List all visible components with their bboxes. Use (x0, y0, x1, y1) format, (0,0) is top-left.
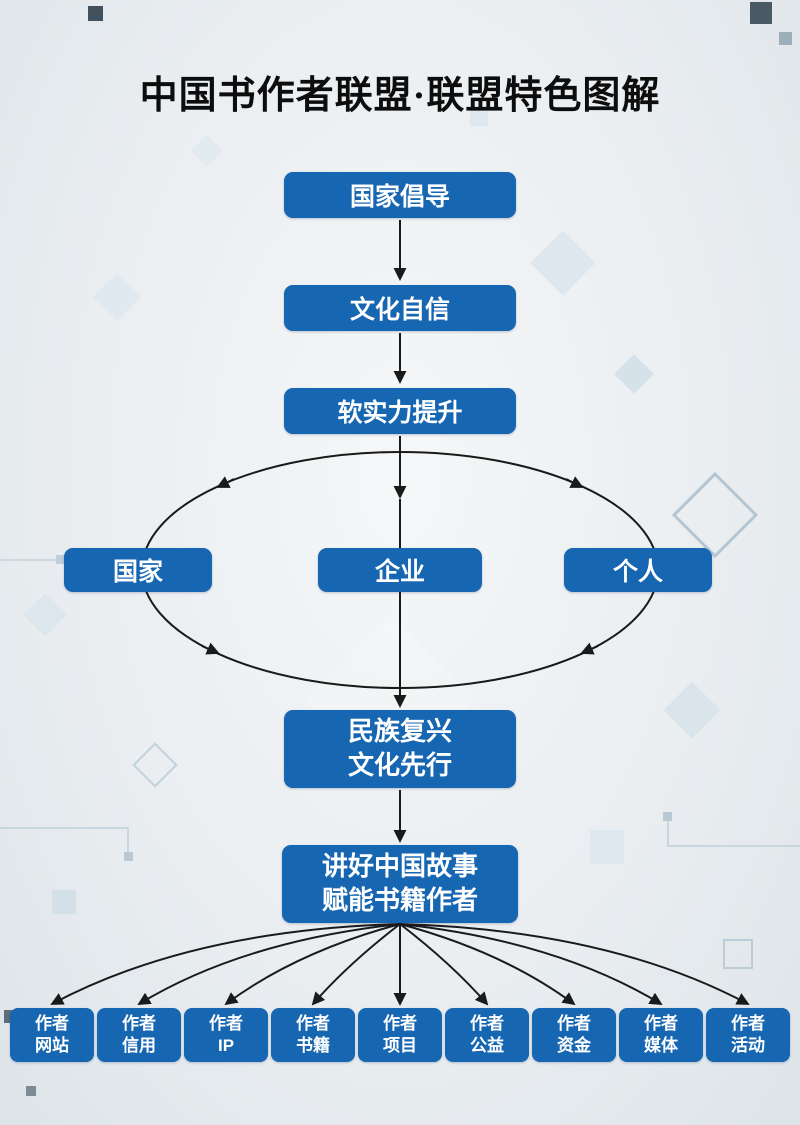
node-label: 企业 (374, 558, 425, 586)
leaf-label-line1: 作者 (470, 1013, 504, 1033)
deco-diamond (530, 230, 596, 296)
deco-square (26, 1086, 36, 1096)
arrow-fan-7 (399, 923, 576, 1006)
node-label: 国家 (112, 558, 163, 586)
arrowhead-ellipse-bottom-left (201, 642, 220, 655)
leaf-author-events: 作者 活动 (706, 1008, 790, 1062)
deco-diamond (614, 354, 654, 394)
leaf-author-funds: 作者 资金 (532, 1008, 616, 1062)
page-title: 中国书作者联盟·联盟特色图解 (139, 75, 661, 117)
leaf-label-line1: 作者 (296, 1013, 330, 1033)
leaf-label-line2: 资金 (557, 1036, 591, 1055)
node-individual: 个人 (564, 548, 712, 592)
deco-diamond-outline (671, 471, 759, 559)
deco-diamond (191, 135, 223, 167)
leaf-author-credit: 作者 信用 (97, 1008, 181, 1062)
deco-square (470, 108, 488, 126)
node-cultural-confidence: 文化自信 (284, 285, 516, 331)
node-national-rejuvenation: 民族复兴 文化先行 (284, 710, 516, 788)
deco-square (56, 555, 65, 564)
node-label-line2: 文化先行 (347, 750, 452, 780)
node-enterprise: 企业 (318, 548, 482, 592)
leaf-label-line1: 作者 (35, 1013, 69, 1033)
deco-square (52, 890, 76, 914)
deco-diamond-outline (132, 742, 178, 788)
leaf-label-line1: 作者 (383, 1013, 417, 1033)
leaf-label-line2: 书籍 (296, 1036, 330, 1055)
deco-square (88, 6, 103, 21)
node-national-advocacy: 国家倡导 (284, 172, 516, 218)
node-label-line2: 赋能书籍作者 (321, 885, 478, 915)
arrow-fan-2 (137, 923, 401, 1006)
leaf-author-books: 作者 书籍 (271, 1008, 355, 1062)
leaf-author-charity: 作者 公益 (445, 1008, 529, 1062)
deco-circuit-line (0, 827, 129, 856)
deco-diamond (92, 272, 142, 322)
leaf-author-projects: 作者 项目 (358, 1008, 442, 1062)
node-soft-power: 软实力提升 (284, 388, 516, 434)
deco-square (590, 830, 624, 864)
arrowhead-ellipse-top-right (565, 476, 584, 488)
leaf-label-line1: 作者 (731, 1013, 765, 1033)
leaf-label-line1: 作者 (209, 1013, 243, 1033)
deco-diamond (663, 681, 721, 739)
leaf-label-line2: 网站 (35, 1036, 69, 1055)
leaf-label-line1: 作者 (644, 1013, 678, 1033)
node-tell-china-story: 讲好中国故事 赋能书籍作者 (282, 845, 518, 923)
leaf-label-line2: 活动 (731, 1036, 765, 1055)
leaf-label-line2: 项目 (383, 1036, 417, 1055)
deco-square (750, 2, 772, 24)
node-label-line1: 民族复兴 (347, 716, 452, 747)
leaf-label-line2: 信用 (122, 1036, 156, 1055)
arrow-fan-9 (399, 923, 750, 1005)
node-label: 文化自信 (349, 296, 450, 324)
deco-square-outline (723, 939, 753, 969)
leaf-label-line2: 媒体 (644, 1036, 678, 1055)
deco-square (779, 32, 792, 45)
node-label: 国家倡导 (349, 183, 450, 211)
deco-circuit-line (667, 820, 800, 847)
node-nation: 国家 (64, 548, 212, 592)
leaf-label-line2: 公益 (470, 1036, 504, 1055)
arrow-fan-4 (311, 923, 401, 1006)
deco-square (663, 812, 672, 821)
arrow-fan-3 (224, 923, 401, 1006)
arrow-fan-6 (399, 923, 489, 1006)
leaf-label-line1: 作者 (557, 1013, 591, 1033)
arrowhead-ellipse-top-left (216, 476, 235, 488)
node-label-line1: 讲好中国故事 (321, 851, 478, 882)
leaf-label-line2: IP (217, 1036, 235, 1055)
leaf-author-media: 作者 媒体 (619, 1008, 703, 1062)
arrow-fan-8 (399, 923, 663, 1006)
arrowhead-ellipse-bottom-right (580, 642, 599, 655)
node-label: 个人 (612, 558, 663, 586)
leaf-author-website: 作者 网站 (10, 1008, 94, 1062)
deco-square (124, 852, 133, 861)
arrow-fan-1 (50, 923, 401, 1005)
leaf-author-ip: 作者 IP (184, 1008, 268, 1062)
leaf-label-line1: 作者 (122, 1013, 156, 1033)
node-label: 软实力提升 (337, 399, 463, 427)
